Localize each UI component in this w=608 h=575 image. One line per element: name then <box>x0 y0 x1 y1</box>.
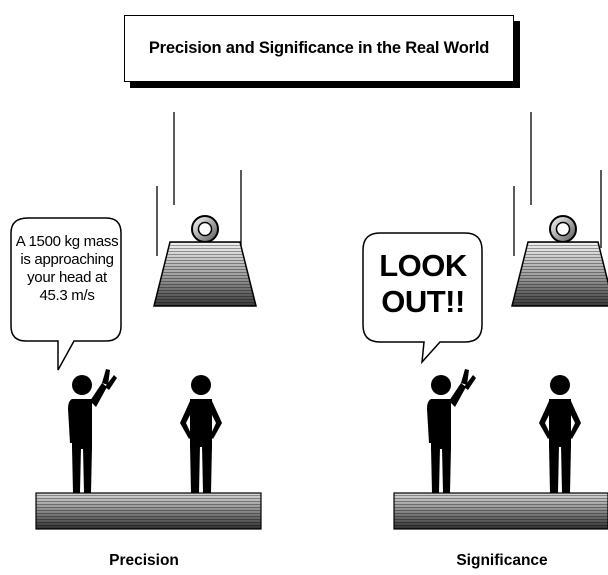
ground-platform-icon <box>35 492 262 530</box>
bubble-line: your head at <box>27 269 107 286</box>
bubble-line: LOOK <box>379 248 467 283</box>
significance-bubble-text: LOOK OUT!! <box>368 248 478 320</box>
pointing-person-icon <box>427 369 476 493</box>
significance-caption: Significance <box>456 552 548 569</box>
precision-caption: Precision <box>109 552 179 569</box>
right-panel <box>362 112 608 530</box>
bubble-line: A 1500 kg mass <box>15 233 119 250</box>
precision-bubble-text: A 1500 kg mass is approaching your head … <box>14 233 120 305</box>
standing-person-icon <box>539 375 581 493</box>
ground-platform-icon <box>393 492 608 530</box>
bubble-line: 45.3 m/s <box>39 287 95 304</box>
left-panel <box>10 112 262 530</box>
falling-weight-icon <box>511 215 608 307</box>
speech-bubble-icon <box>10 217 122 371</box>
motion-lines <box>513 112 602 256</box>
standing-person-icon <box>180 375 222 493</box>
motion-lines <box>156 112 242 256</box>
bubble-line: is approaching <box>20 251 114 268</box>
speech-bubble-icon <box>362 232 483 365</box>
bubble-line: OUT!! <box>381 284 465 319</box>
title-box: Precision and Significance in the Real W… <box>124 15 514 82</box>
page-title: Precision and Significance in the Real W… <box>148 39 490 57</box>
pointing-person-icon <box>68 369 117 493</box>
